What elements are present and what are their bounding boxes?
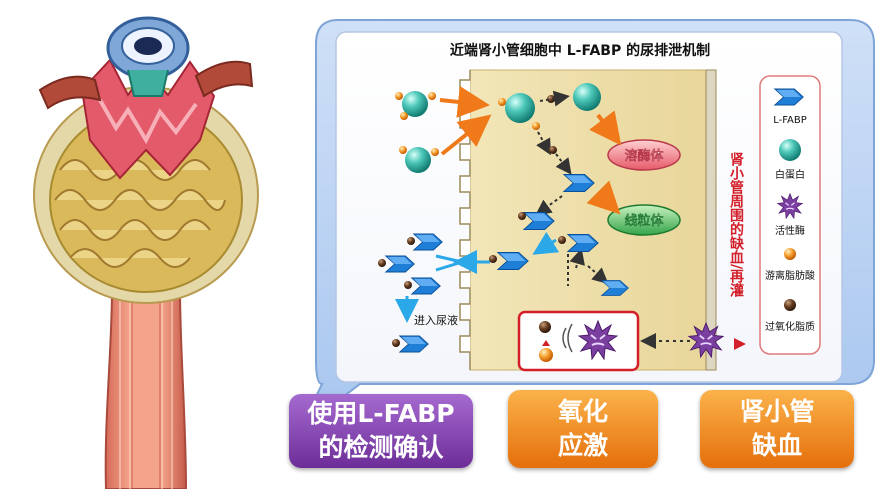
oxidative-stress-line1: 氧化 bbox=[557, 397, 608, 426]
legend: L-FABP 白蛋白 活性酶 游离脂肪酸 过氧化脂质 bbox=[759, 75, 821, 355]
albumin-intracellular bbox=[498, 83, 601, 130]
excretion-label: 进入尿液 bbox=[414, 313, 458, 327]
oxidative-stress-button[interactable]: 氧化 应激 bbox=[508, 390, 658, 468]
nephron-illustration bbox=[33, 16, 259, 490]
tubular-ischemia-line2: 缺血 bbox=[751, 431, 802, 460]
tubular-ischemia-button[interactable]: 肾小管 缺血 bbox=[700, 390, 854, 468]
legend-albumin-icon bbox=[779, 139, 801, 161]
legend-lfabp-label: L-FABP bbox=[773, 115, 807, 126]
oxidative-stress-line2: 应激 bbox=[557, 431, 608, 460]
legend-ffa-icon bbox=[784, 248, 796, 260]
ischemia-reperfusion-label: 肾小管周围的缺血/再灌 bbox=[728, 152, 744, 298]
diagram-title: 近端肾小管细胞中 L-FABP 的尿排泄机制 bbox=[450, 42, 710, 59]
legend-lipid-peroxide-label: 过氧化脂质 bbox=[765, 320, 815, 333]
stress-trigger bbox=[640, 322, 746, 358]
intracellular-arrows bbox=[453, 90, 622, 286]
lfabp-test-button[interactable]: 使用L-FABP 的检测确认 bbox=[289, 394, 473, 468]
lfabp-excreted bbox=[378, 233, 468, 353]
legend-ffa-label: 游离脂肪酸 bbox=[765, 269, 815, 282]
legend-lipid-peroxide-icon bbox=[784, 299, 796, 311]
oxidative-stress-box bbox=[517, 310, 640, 372]
mitochondria: 线粒体 bbox=[607, 204, 681, 236]
legend-albumin-label: 白蛋白 bbox=[775, 168, 805, 181]
tubular-ischemia-line1: 肾小管 bbox=[739, 397, 815, 426]
albumin-fatty-acid-complex bbox=[395, 91, 439, 173]
lfabp-test-line2: 的检测确认 bbox=[318, 433, 444, 462]
lysosome-label: 溶酶体 bbox=[624, 148, 664, 164]
lfabp-intracellular bbox=[489, 146, 629, 296]
lfabp-test-line1: 使用L-FABP bbox=[307, 399, 455, 428]
legend-enzyme-label: 活性酶 bbox=[775, 224, 805, 237]
mitochondria-label: 线粒体 bbox=[624, 213, 664, 229]
uptake-arrows bbox=[439, 85, 492, 156]
lysosome: 溶酶体 bbox=[607, 139, 681, 171]
